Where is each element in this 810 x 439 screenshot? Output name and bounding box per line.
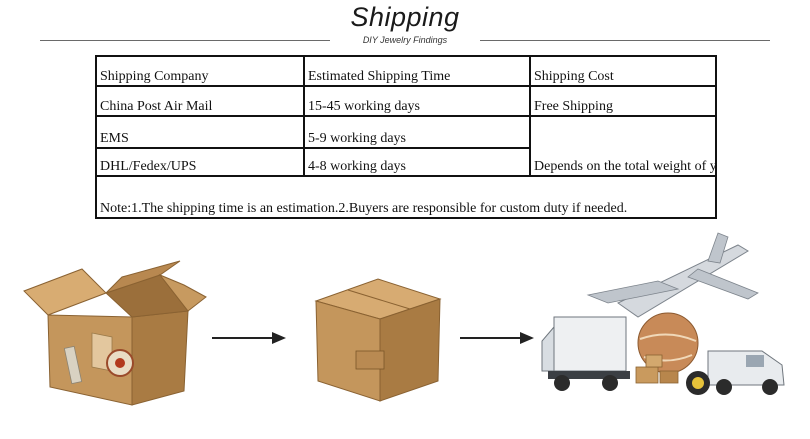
free-shipping-cell: Free Shipping [529, 85, 717, 117]
header: Shipping DIY Jewelry Findings [0, 0, 810, 60]
page-subtitle: DIY Jewelry Findings [362, 35, 448, 45]
closed-box-icon [314, 278, 442, 402]
time-cell: 5-9 working days [303, 115, 531, 149]
table-row: DHL/Fedex/UPS 4-8 working days [95, 147, 716, 177]
open-box-icon [23, 260, 207, 406]
divider-left [40, 40, 330, 41]
company-cell: EMS [95, 115, 305, 149]
time-cell: 4-8 working days [303, 147, 531, 177]
table-header-row: Shipping Company Estimated Shipping Time… [95, 55, 717, 87]
note-cell: Note:1.The shipping time is an estimatio… [95, 175, 717, 219]
table-row: EMS 5-9 working days Depends on the tota… [95, 115, 717, 177]
divider-right [480, 40, 770, 41]
company-cell: DHL/Fedex/UPS [95, 147, 305, 177]
shipping-table: Shipping Company Estimated Shipping Time… [95, 55, 717, 219]
column-header-time: Estimated Shipping Time [303, 55, 531, 87]
arrow-right-icon [460, 332, 534, 344]
shared-cost-cell: Depends on the total weight of your odde… [529, 115, 717, 177]
table-note-row: Note:1.The shipping time is an estimatio… [95, 175, 717, 219]
time-cell: 15-45 working days [303, 85, 531, 117]
arrow-right-icon [212, 332, 286, 344]
shipping-illustration [0, 225, 810, 425]
column-header-cost: Shipping Cost [529, 55, 717, 87]
page-title: Shipping [350, 2, 460, 32]
table-row: China Post Air Mail 15-45 working days F… [95, 85, 717, 117]
cargo-transport-icon [541, 232, 785, 395]
column-header-company: Shipping Company [95, 55, 305, 87]
company-cell: China Post Air Mail [95, 85, 305, 117]
